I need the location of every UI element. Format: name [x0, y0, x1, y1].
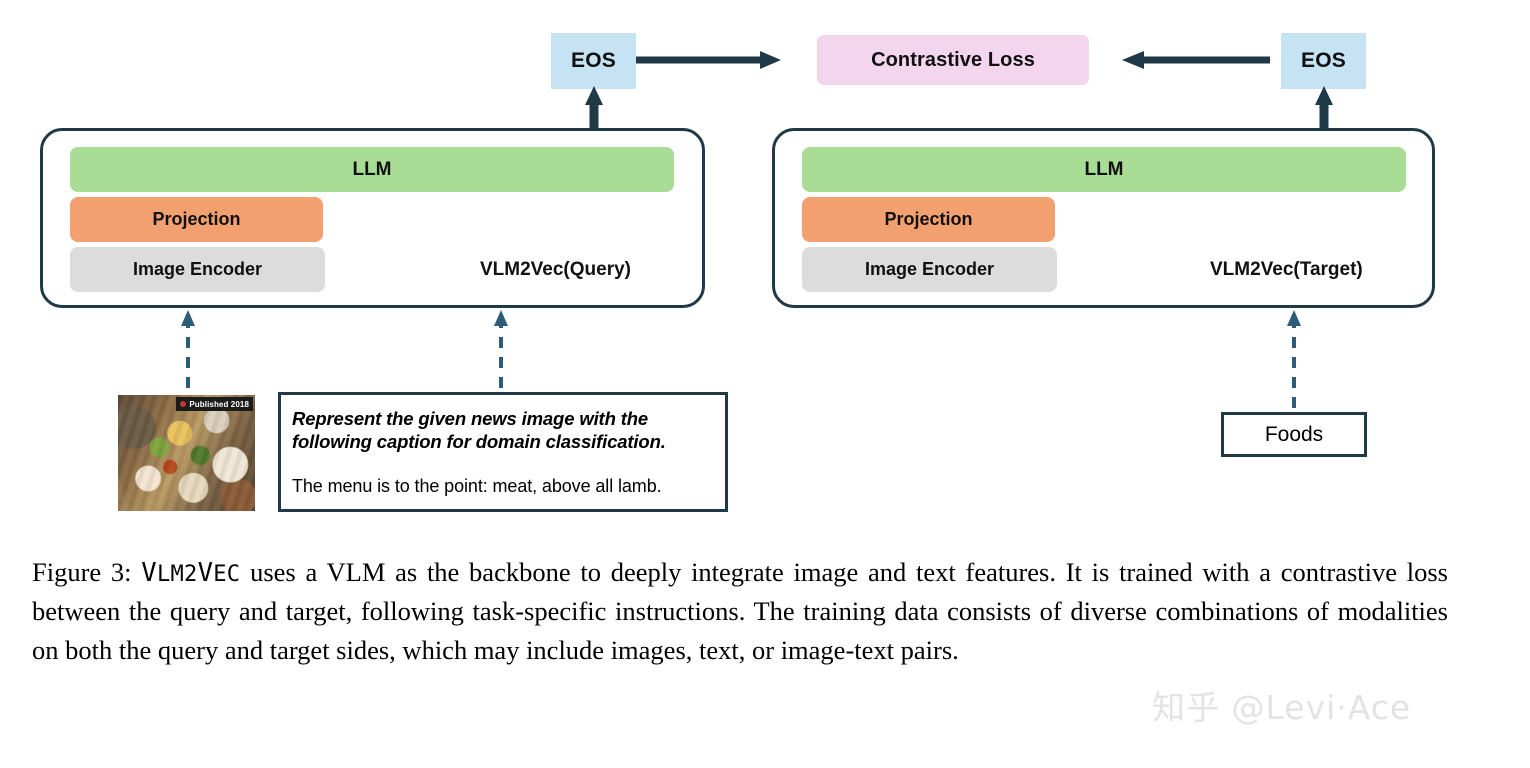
query-image-encoder-layer: Image Encoder: [70, 247, 325, 292]
vlm2vec-target-container: LLM Projection Image Encoder VLM2Vec(Tar…: [772, 128, 1435, 308]
model-name-lm2: LM2: [156, 562, 198, 587]
query-caption-text: The menu is to the point: meat, above al…: [292, 475, 662, 496]
target-image-encoder-label: Image Encoder: [864, 259, 995, 279]
watermark: 知乎 @Levi·Ace: [1152, 688, 1412, 727]
query-model-name: VLM2Vec(Query): [480, 259, 631, 280]
model-name-v2: V: [197, 558, 214, 588]
published-badge: Published 2018: [176, 397, 253, 411]
target-image-encoder-layer: Image Encoder: [802, 247, 1057, 292]
arrow-foods-to-target-llm: [1286, 310, 1302, 408]
published-badge-label: Published 2018: [189, 399, 249, 409]
query-instruction-box: Represent the given news image with the …: [278, 392, 728, 512]
food-photo: [118, 395, 255, 511]
eos-label-target: EOS: [1301, 49, 1346, 72]
model-name-v1: V: [141, 558, 157, 588]
figure-caption-model-name: VLM2VEC: [141, 558, 241, 588]
target-llm-label: LLM: [1084, 158, 1124, 180]
eos-box-query: EOS: [551, 33, 636, 89]
figure-caption: Figure 3: VLM2VEC uses a VLM as the back…: [32, 553, 1448, 670]
arrow-image-to-query-encoder: [180, 310, 196, 388]
figure-caption-body: uses a VLM as the backbone to deeply int…: [32, 557, 1448, 665]
target-projection-label: Projection: [884, 209, 973, 229]
eos-box-target: EOS: [1281, 33, 1366, 89]
arrow-target-to-loss: [1122, 50, 1270, 70]
arrow-instruction-to-query-llm: [493, 310, 509, 388]
query-input-image: Published 2018: [118, 395, 255, 511]
vlm2vec-query-container: LLM Projection Image Encoder VLM2Vec(Que…: [40, 128, 705, 308]
model-name-ec: EC: [213, 562, 241, 587]
arrow-query-to-loss: [636, 50, 781, 70]
target-model-name: VLM2Vec(Target): [1210, 259, 1363, 280]
target-input-box: Foods: [1221, 412, 1367, 457]
query-projection-layer: Projection: [70, 197, 323, 242]
query-llm-label: LLM: [352, 158, 392, 180]
target-projection-layer: Projection: [802, 197, 1055, 242]
target-llm-layer: LLM: [802, 147, 1406, 192]
figure-caption-prefix: Figure 3:: [32, 557, 132, 587]
badge-dot-icon: [180, 401, 187, 407]
query-projection-label: Projection: [152, 209, 241, 229]
contrastive-loss-label: Contrastive Loss: [871, 48, 1035, 71]
query-image-encoder-label: Image Encoder: [132, 259, 263, 279]
query-instruction-text: Represent the given news image with the …: [292, 408, 666, 452]
target-input-label: Foods: [1264, 422, 1324, 446]
contrastive-loss-box: Contrastive Loss: [817, 35, 1089, 85]
eos-label-query: EOS: [571, 49, 616, 72]
query-llm-layer: LLM: [70, 147, 674, 192]
